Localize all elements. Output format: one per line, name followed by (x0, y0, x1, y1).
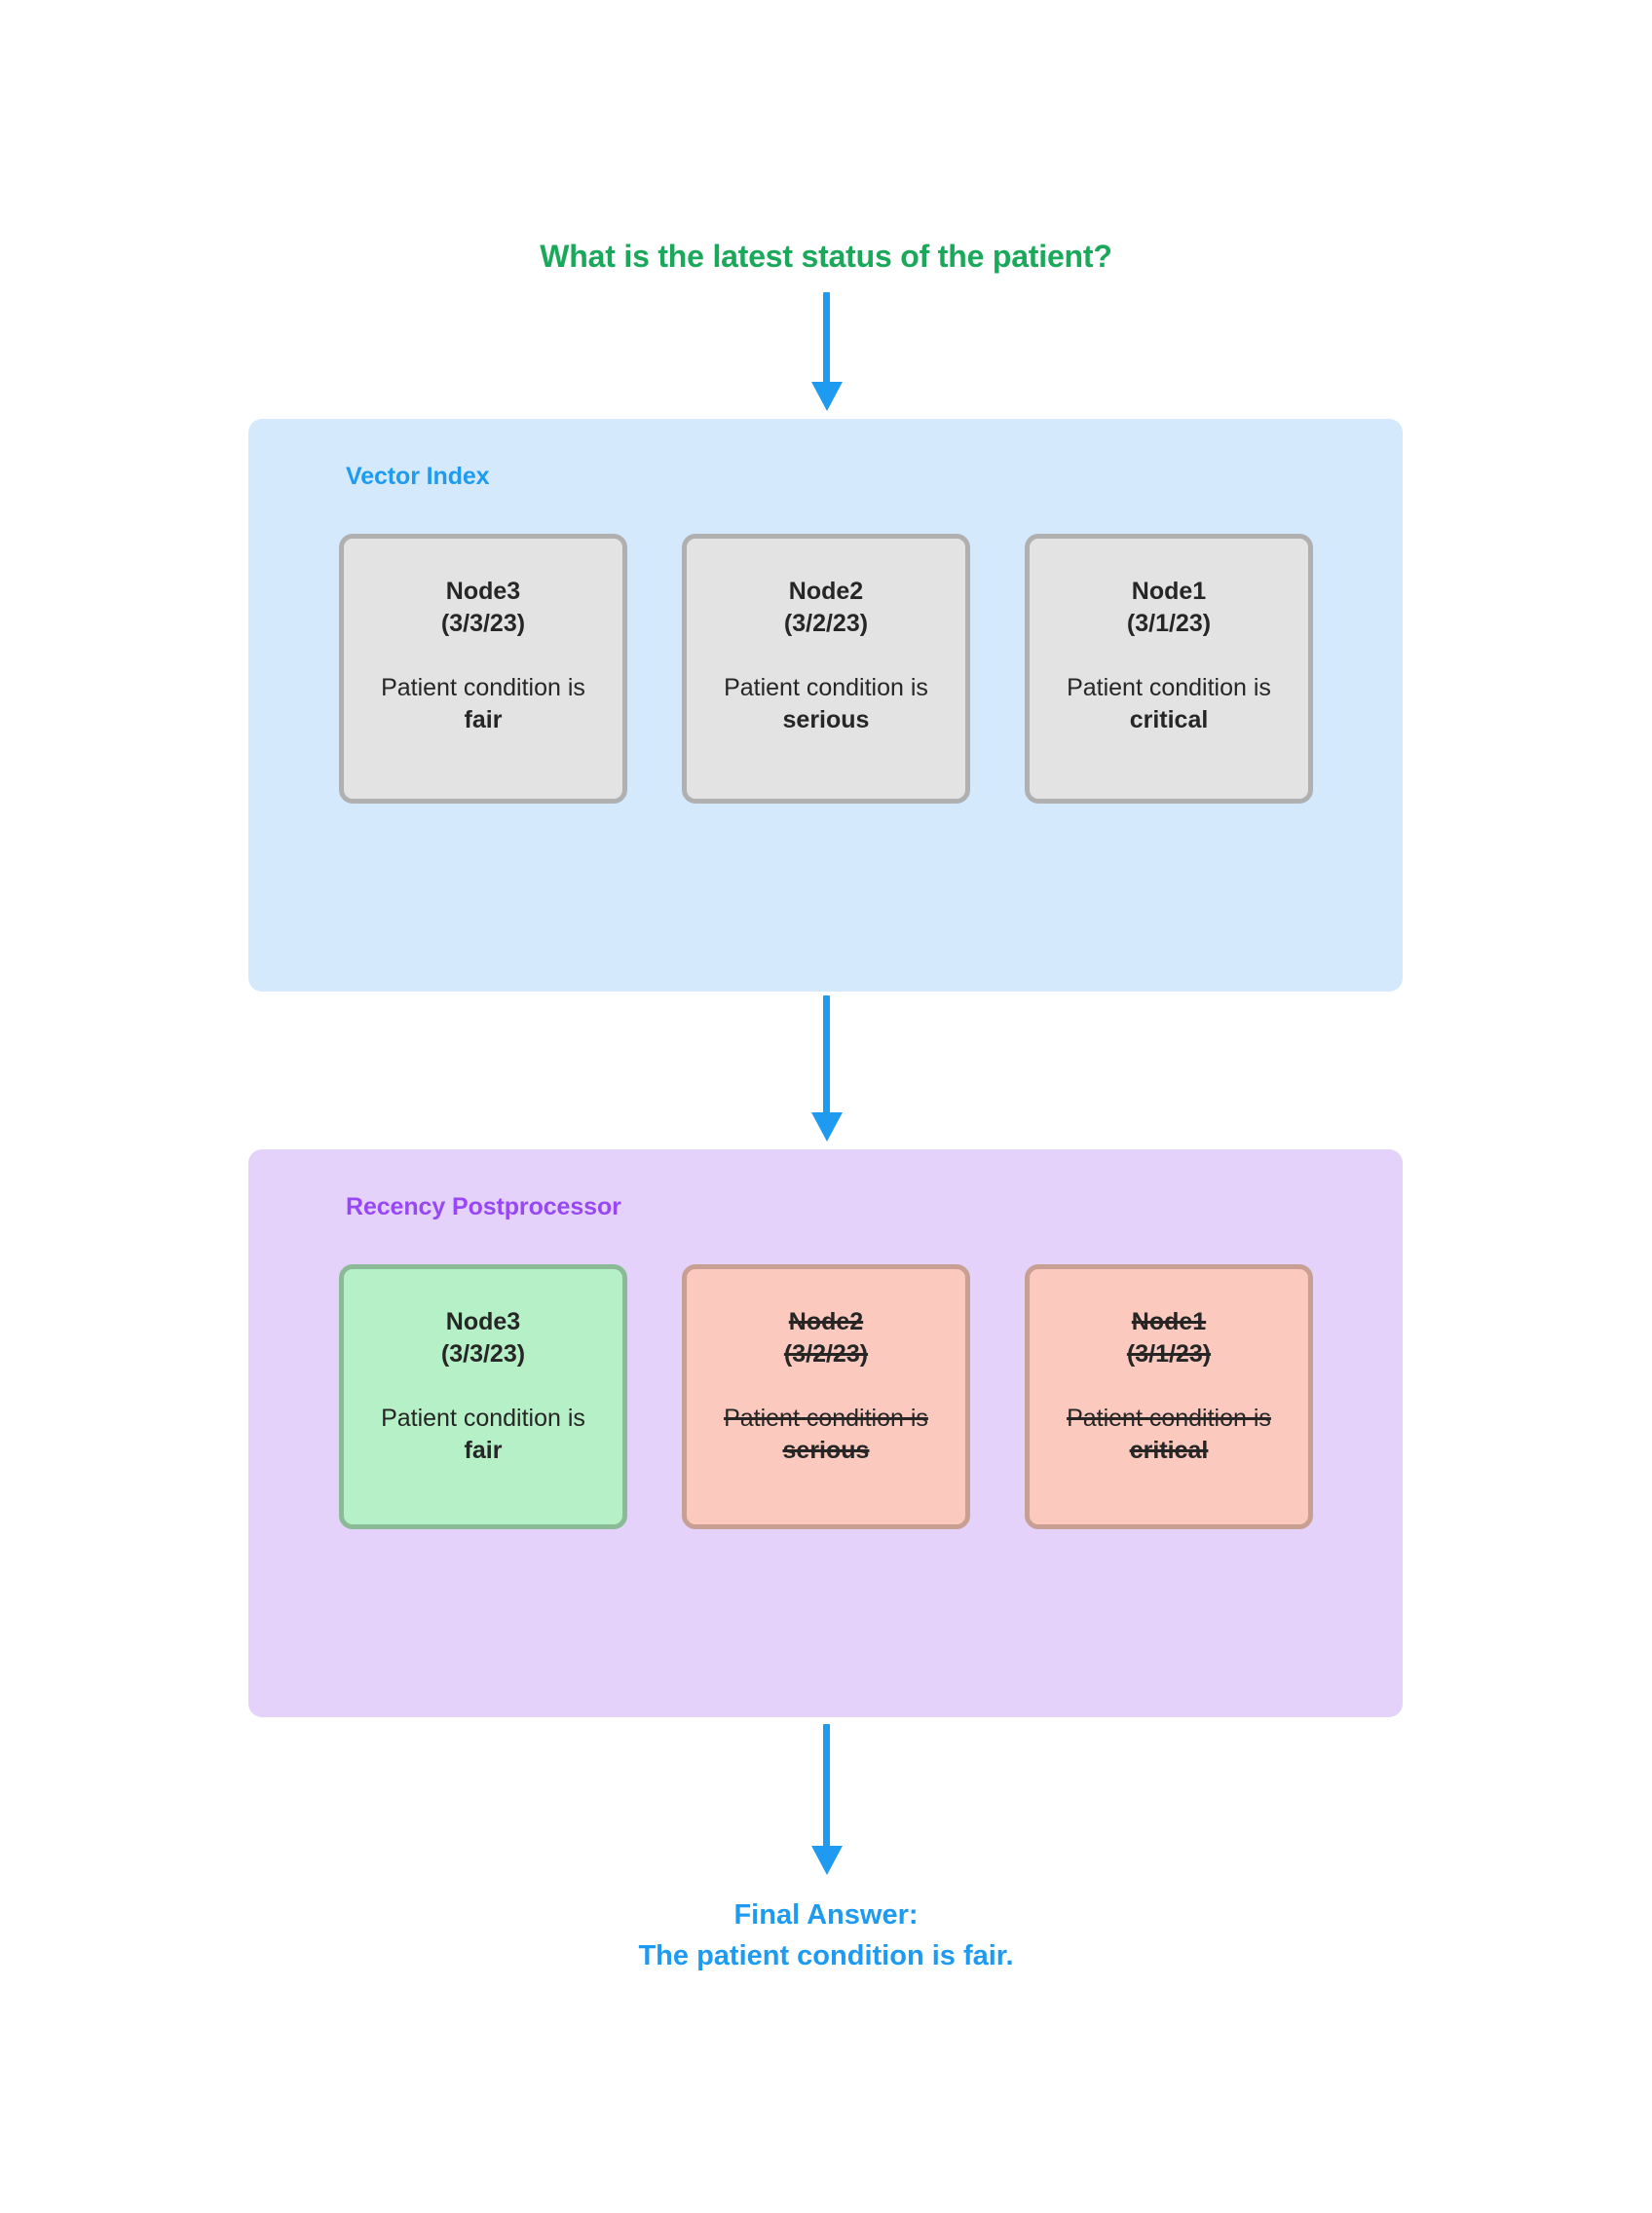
node-card-body-text: Patient condition is (1067, 673, 1271, 701)
arrow-down-icon-vector-index-to-recency (811, 995, 843, 1142)
query-title: What is the latest status of the patient… (540, 239, 1112, 274)
node-card-body-text: Patient condition is (1067, 1404, 1271, 1432)
node-card-status: critical (1129, 705, 1209, 733)
card-row-vector-index: Node3 (3/3/23) Patient condition is fair… (339, 534, 1313, 804)
node-card-name: Node2 (788, 1308, 864, 1335)
final-answer-text: The patient condition is fair. (638, 1940, 1014, 1972)
node-card-status: serious (782, 1436, 870, 1464)
node-card-name: Node3 (445, 1308, 521, 1335)
node-card[interactable]: Node1 (3/1/23) Patient condition is crit… (1025, 1264, 1313, 1529)
panel-label-vector-index: Vector Index (346, 463, 490, 490)
arrow-head (811, 1846, 843, 1875)
node-card[interactable]: Node3 (3/3/23) Patient condition is fair (339, 1264, 627, 1529)
node-card-title: Node1 (3/1/23) (1127, 1306, 1211, 1371)
node-card-status: fair (464, 1436, 503, 1464)
card-row-recency-postprocessor: Node3 (3/3/23) Patient condition is fair… (339, 1264, 1313, 1529)
arrow-shaft (823, 1724, 830, 1848)
panel-vector-index: Vector Index Node3 (3/3/23) Patient cond… (248, 419, 1403, 992)
node-card-name: Node1 (1131, 578, 1207, 605)
final-answer-heading: Final Answer: (733, 1899, 919, 1931)
node-card-title: Node1 (3/1/23) (1127, 576, 1211, 641)
node-card-status: serious (782, 705, 870, 733)
final-answer: Final Answer: The patient condition is f… (0, 1894, 1652, 1976)
node-card-date: (3/3/23) (440, 1340, 526, 1369)
node-card-body: Patient condition is fair (381, 672, 585, 737)
node-card-name: Node2 (788, 578, 864, 605)
arrow-head (811, 382, 843, 411)
node-card-body-text: Patient condition is (381, 1404, 585, 1432)
node-card-name: Node1 (1131, 1308, 1207, 1335)
node-card[interactable]: Node1 (3/1/23) Patient condition is crit… (1025, 534, 1313, 804)
node-card-body: Patient condition is fair (381, 1403, 585, 1468)
node-card[interactable]: Node2 (3/2/23) Patient condition is seri… (682, 1264, 970, 1529)
node-card-body: Patient condition is critical (1067, 672, 1271, 737)
node-card-name: Node3 (445, 578, 521, 605)
node-card-title: Node3 (3/3/23) (441, 1306, 525, 1371)
node-card-title: Node2 (3/2/23) (784, 576, 868, 641)
node-card-body: Patient condition is serious (724, 1403, 928, 1468)
arrow-down-icon-query-to-vector-index (811, 292, 843, 411)
node-card-body: Patient condition is critical (1067, 1403, 1271, 1468)
arrow-shaft (823, 995, 830, 1114)
arrow-shaft (823, 292, 830, 385)
node-card-status: critical (1129, 1436, 1209, 1464)
node-card-date: (3/2/23) (783, 610, 869, 638)
node-card-title: Node2 (3/2/23) (784, 1306, 868, 1371)
panel-label-recency-postprocessor: Recency Postprocessor (346, 1193, 621, 1220)
arrow-down-icon-recency-to-final-answer (811, 1724, 843, 1875)
node-card-title: Node3 (3/3/23) (441, 576, 525, 641)
node-card[interactable]: Node3 (3/3/23) Patient condition is fair (339, 534, 627, 804)
node-card-body-text: Patient condition is (381, 673, 585, 701)
node-card[interactable]: Node2 (3/2/23) Patient condition is seri… (682, 534, 970, 804)
panel-recency-postprocessor: Recency Postprocessor Node3 (3/3/23) Pat… (248, 1149, 1403, 1717)
node-card-date: (3/1/23) (1126, 1340, 1212, 1369)
node-card-body-text: Patient condition is (724, 673, 928, 701)
node-card-date: (3/1/23) (1126, 610, 1212, 638)
node-card-date: (3/2/23) (783, 1340, 869, 1369)
arrow-head (811, 1112, 843, 1142)
node-card-body-text: Patient condition is (724, 1404, 928, 1432)
node-card-body: Patient condition is serious (724, 672, 928, 737)
node-card-date: (3/3/23) (440, 610, 526, 638)
node-card-status: fair (464, 705, 503, 733)
